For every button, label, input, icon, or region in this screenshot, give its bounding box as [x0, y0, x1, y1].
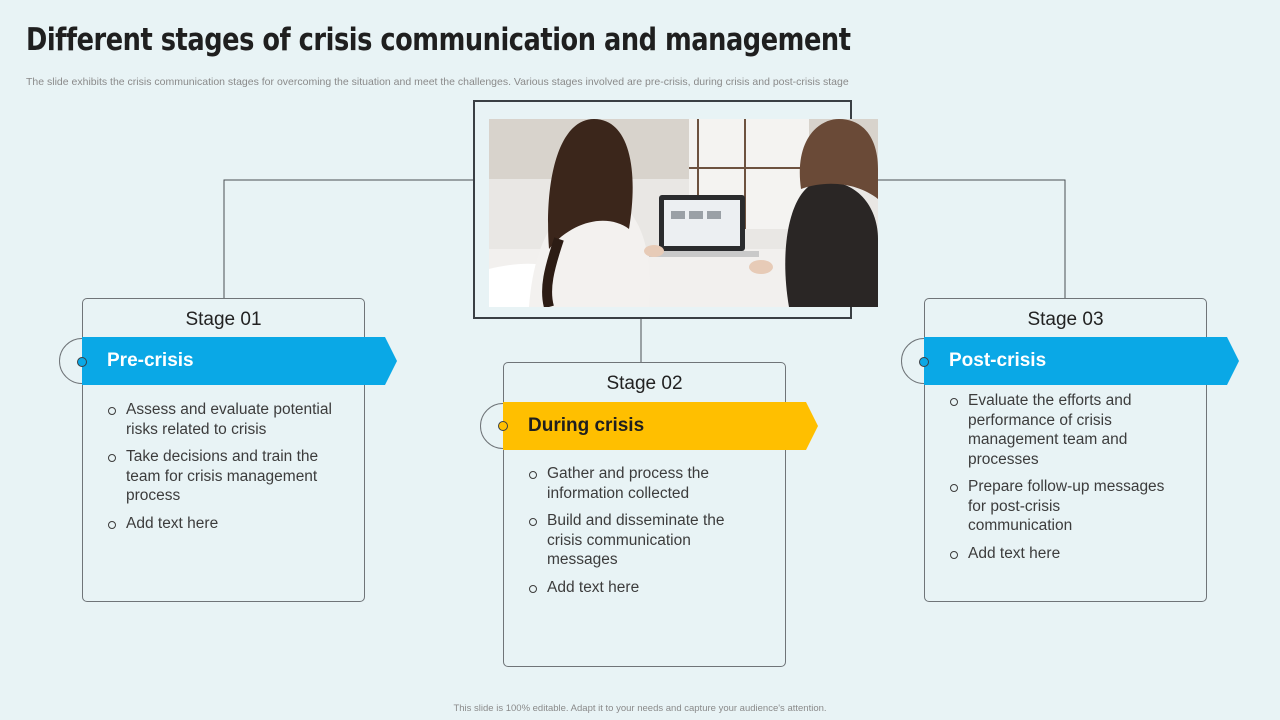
bullet-list: Assess and evaluate potential risks rela… [108, 400, 353, 541]
team-photo [489, 119, 878, 307]
stage-dot [77, 357, 87, 367]
footer-note: This slide is 100% editable. Adapt it to… [0, 703, 1280, 714]
stage-dot [498, 421, 508, 431]
list-item: Evaluate the efforts and performance of … [950, 391, 1165, 469]
stage-name: Post-crisis [949, 350, 1046, 372]
list-item: Add text here [529, 578, 739, 598]
photo-frame [473, 100, 852, 319]
stage-banner-during-crisis: During crisis [503, 402, 818, 450]
list-item: Prepare follow-up messages for post-cris… [950, 477, 1165, 536]
list-item: Take decisions and train the team for cr… [108, 447, 353, 506]
list-item: Gather and process the information colle… [529, 464, 739, 503]
stage-label: Stage 03 [925, 309, 1206, 331]
stage-name: Pre-crisis [107, 350, 194, 372]
stage-banner-post-crisis: Post-crisis [924, 337, 1239, 385]
stage-label: Stage 01 [83, 309, 364, 331]
bullet-list: Gather and process the information colle… [529, 464, 739, 605]
stage-banner-pre-crisis: Pre-crisis [82, 337, 397, 385]
list-item: Build and disseminate the crisis communi… [529, 511, 739, 570]
list-item: Add text here [950, 544, 1165, 564]
stage-dot [919, 357, 929, 367]
list-item: Add text here [108, 514, 353, 534]
bullet-list: Evaluate the efforts and performance of … [950, 391, 1165, 571]
stage-label: Stage 02 [504, 373, 785, 395]
stage-name: During crisis [528, 415, 644, 437]
list-item: Assess and evaluate potential risks rela… [108, 400, 353, 439]
